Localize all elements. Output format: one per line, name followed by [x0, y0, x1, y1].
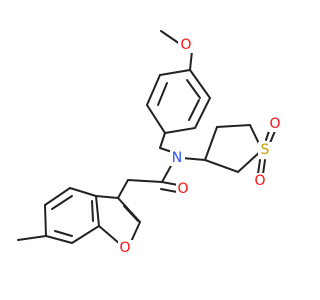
anisole-double-1 — [188, 99, 200, 121]
bond-s-o-bottom-b — [262, 159, 266, 175]
bond-co-b — [160, 188, 178, 193]
furan-oxygen-label: O — [119, 240, 130, 256]
sulfur-label: S — [261, 142, 270, 158]
atom-labels: O N O S O O O — [118, 37, 283, 256]
bond-ch2-benzofuran — [117, 179, 129, 199]
bond-c3-c2-double — [123, 205, 139, 222]
bond-n-carbonyl — [161, 163, 173, 183]
bond-s-o-bottom-a — [257, 159, 261, 175]
bond-ring-ch2 — [159, 132, 166, 149]
amide-nitrogen-label: N — [172, 150, 182, 166]
bond-co-a — [161, 181, 179, 186]
anisole-double-3 — [186, 79, 201, 99]
bond-c3-c3a — [95, 195, 119, 199]
bond-carbonyl-ch2 — [127, 179, 163, 183]
bonds — [17, 30, 276, 245]
bond-s-o-top-b — [269, 130, 276, 144]
benzofuran-double-3 — [91, 200, 94, 222]
bond-o-ring — [189, 50, 193, 71]
bond-o-c7a — [98, 225, 121, 245]
benzofuran-double-2 — [54, 230, 73, 237]
sulfone-oxygen-top-label: O — [269, 116, 280, 132]
molecule-structure: O N O S O O O — [17, 30, 283, 256]
bond-n-c3 — [181, 157, 206, 161]
sulfone-oxygen-bottom-label: O — [254, 173, 265, 189]
anisole-double-2 — [157, 82, 168, 106]
benzofuran-double-1 — [51, 195, 73, 210]
carbonyl-oxygen-label: O — [177, 181, 188, 197]
anisole-ring — [145, 68, 212, 135]
methoxy-oxygen-label: O — [180, 37, 191, 53]
thiolane-ring — [203, 123, 264, 174]
bond-methyl-o — [160, 30, 181, 45]
bond-ring-methyl — [17, 235, 47, 241]
